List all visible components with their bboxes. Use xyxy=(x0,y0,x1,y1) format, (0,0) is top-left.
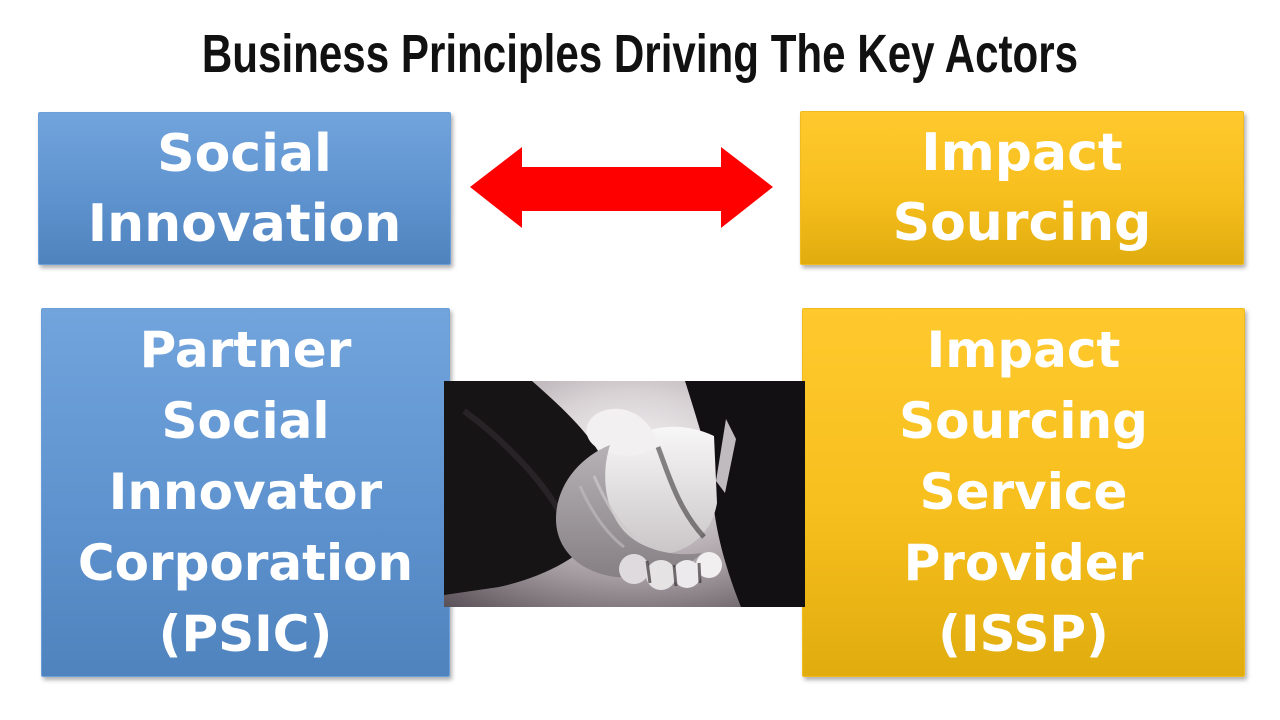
slide-title: Business Principles Driving The Key Acto… xyxy=(201,24,1079,84)
box-social-innovation-label: Social Innovation xyxy=(87,123,402,254)
double-headed-arrow-icon xyxy=(470,147,773,228)
box-impact-sourcing: Impact Sourcing xyxy=(800,111,1244,265)
box-issp: Impact Sourcing Service Provider (ISSP) xyxy=(802,308,1245,677)
handshake-image xyxy=(444,381,805,607)
box-psic-label: Partner Social Innovator Corporation (PS… xyxy=(77,321,414,663)
box-social-innovation: Social Innovation xyxy=(38,112,451,265)
box-psic: Partner Social Innovator Corporation (PS… xyxy=(41,308,450,677)
box-issp-label: Impact Sourcing Service Provider (ISSP) xyxy=(899,321,1148,663)
box-impact-sourcing-label: Impact Sourcing xyxy=(892,123,1152,253)
